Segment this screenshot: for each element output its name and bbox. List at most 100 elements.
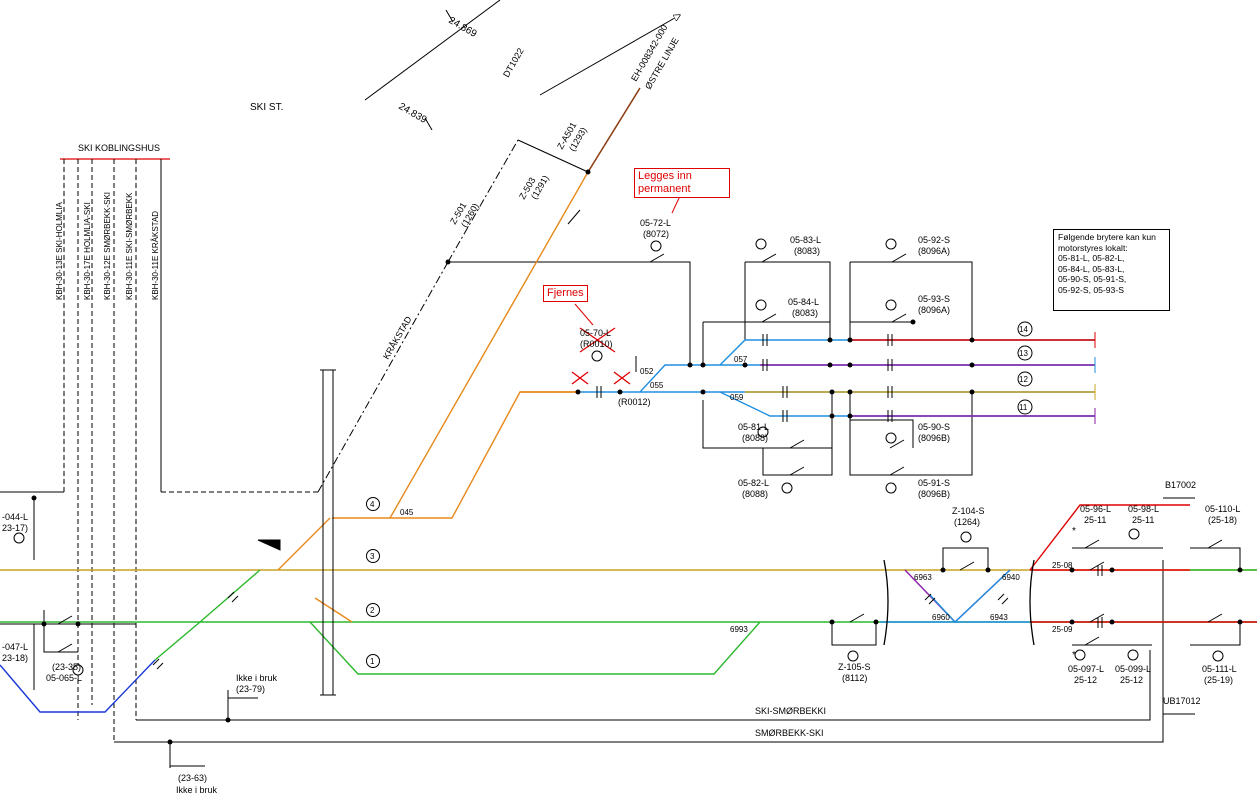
section-057: 057 xyxy=(734,355,748,364)
note-line: 05-84-L, 05-83-L, xyxy=(1058,263,1125,274)
main-line-diagonal xyxy=(364,0,680,173)
s0044-id: -044-L xyxy=(2,512,28,522)
section-6940: 6940 xyxy=(1002,573,1020,582)
callout-leaders xyxy=(574,195,681,326)
z105-id: Z-105-S xyxy=(838,662,871,672)
b17002-label: B17002 xyxy=(1165,480,1196,490)
s0590-id: 05-90-S xyxy=(918,422,950,432)
s0598-num: 25-11 xyxy=(1132,515,1154,525)
s0591-num: (8096B) xyxy=(918,489,950,499)
s0583-num: (8083) xyxy=(794,246,820,256)
z104-num: (1264) xyxy=(954,517,980,527)
s0065-num: (23-35) xyxy=(52,662,81,672)
s0570-id: 05-70-L xyxy=(580,328,611,338)
station-name: SKI ST. xyxy=(250,102,283,113)
s0047-num: 23-18) xyxy=(2,653,28,663)
s0590-num: (8096B) xyxy=(918,433,950,443)
track-end-markers xyxy=(635,332,1096,424)
s0097-num: 25-12 xyxy=(1074,675,1097,685)
s0572-id: 05-72-L xyxy=(640,218,671,228)
switch-symbols xyxy=(57,209,1223,653)
track-12: 12 xyxy=(1019,375,1028,384)
ikke-i-bruk-2: Ikke i bruk xyxy=(176,785,218,795)
s0097-id: 05-097-L xyxy=(1068,664,1104,674)
smorbekk-ski-label: SMØRBEKK-SKI xyxy=(755,728,824,738)
tracks xyxy=(0,171,1257,713)
section-2508: 25-08 xyxy=(1052,561,1073,570)
s0581-num: (8088) xyxy=(742,433,768,443)
s0111-num: (25-19) xyxy=(1204,675,1233,685)
s0099-num: 25-12 xyxy=(1120,675,1143,685)
note-line: motorstyres lokalt: xyxy=(1058,242,1128,253)
callout-fjernes: Fjernes xyxy=(543,285,588,302)
section-6993: 6993 xyxy=(730,625,748,634)
s0591-id: 05-91-S xyxy=(918,478,950,488)
section-052: 052 xyxy=(640,367,654,376)
s0572-num: (8072) xyxy=(643,229,669,239)
note-line: Følgende brytere kan kun xyxy=(1058,232,1156,242)
note-line: 05-92-S, 05-93-S xyxy=(1058,284,1124,295)
s0593-id: 05-93-S xyxy=(918,294,950,304)
s0099-id: 05-099-L xyxy=(1115,664,1151,674)
cable-label-1: KBH-30-13E SKI-HOLMLIA xyxy=(55,202,64,300)
ikke-i-bruk-2-ref: (23-63) xyxy=(178,773,207,783)
track-1: 1 xyxy=(370,657,375,666)
section-6963: 6963 xyxy=(914,573,932,582)
s0111-id: 05-111-L xyxy=(1202,664,1237,674)
s0110-id: 05-110-L xyxy=(1205,504,1240,514)
section-045: 045 xyxy=(400,508,414,517)
s0596-id: 05-96-L xyxy=(1080,504,1111,514)
callout-legges-inn: Legges inn permanent xyxy=(634,168,730,198)
z104-id: Z-104-S xyxy=(952,506,985,516)
s0582-num: (8088) xyxy=(742,489,768,499)
section-059: 059 xyxy=(730,393,744,402)
motor-symbols xyxy=(13,238,1224,676)
s0592-num: (8096A) xyxy=(918,246,950,256)
r0012-label: (R0012) xyxy=(618,397,651,407)
star-mark-2: * xyxy=(1072,650,1076,661)
s0065-id: 05-065-L xyxy=(46,673,82,683)
track-4: 4 xyxy=(370,500,375,509)
track-14: 14 xyxy=(1019,325,1028,334)
insulators xyxy=(152,334,1103,670)
cable-label-5: KBH-30-11E KRÅKSTAD xyxy=(151,211,160,300)
cable-label-4: KBH-30-11E SKI-SMØRBEKK xyxy=(125,192,134,300)
star-mark-1: * xyxy=(1072,526,1076,537)
kraakstad-label: KRÅKSTAD xyxy=(381,314,414,361)
cable-label-3: KBH-30-12E SMØRBEKK-SKI xyxy=(103,192,112,300)
s0047-id: -047-L xyxy=(2,642,28,652)
s0584-id: 05-84-L xyxy=(788,297,819,307)
z105-num: (8112) xyxy=(842,673,867,683)
labels: SKI ST. 24.869 24.839 DT1022 EH-008342-0… xyxy=(2,15,1240,795)
ski-smorbekki-label: SKI-SMØRBEKKI xyxy=(755,706,826,716)
s0593-num: (8096A) xyxy=(918,305,950,315)
s0584-num: (8083) xyxy=(792,308,818,318)
bridge-structure xyxy=(257,369,336,696)
s0110-num: (25-18) xyxy=(1208,515,1237,525)
s0570-num: (R0010) xyxy=(580,339,613,349)
track-number-circles xyxy=(366,321,1033,668)
section-6960: 6960 xyxy=(932,613,950,622)
s0592-id: 05-92-S xyxy=(918,235,950,245)
track-3: 3 xyxy=(370,552,375,561)
section-6943: 6943 xyxy=(990,613,1008,622)
s0581-id: 05-81-L xyxy=(738,422,769,432)
ikke-i-bruk-1-ref: (23-79) xyxy=(236,684,265,694)
cable-label-2: KBH-30-17E HOLMLIA-SKI xyxy=(83,202,92,300)
dt-label: DT1022 xyxy=(501,46,526,79)
koblingshus-title: SKI KOBLINGSHUS xyxy=(78,143,160,153)
s0583-id: 05-83-L xyxy=(790,235,821,245)
removal-marks xyxy=(571,327,631,385)
section-055: 055 xyxy=(650,381,664,390)
track-13: 13 xyxy=(1019,349,1028,358)
note-line: 05-81-L, 05-82-L, xyxy=(1058,253,1125,264)
s0044-num: 23-17) xyxy=(2,523,28,533)
motor-control-note: Følgende brytere kan kun motorstyres lok… xyxy=(1053,229,1170,311)
feeder-lines xyxy=(0,139,1241,768)
s0582-id: 05-82-L xyxy=(738,478,769,488)
section-2509: 25-09 xyxy=(1052,625,1073,634)
ikke-i-bruk-1: Ikke i bruk xyxy=(236,673,278,683)
s0598-id: 05-98-L xyxy=(1128,504,1159,514)
s0596-num: 25-11 xyxy=(1084,515,1106,525)
